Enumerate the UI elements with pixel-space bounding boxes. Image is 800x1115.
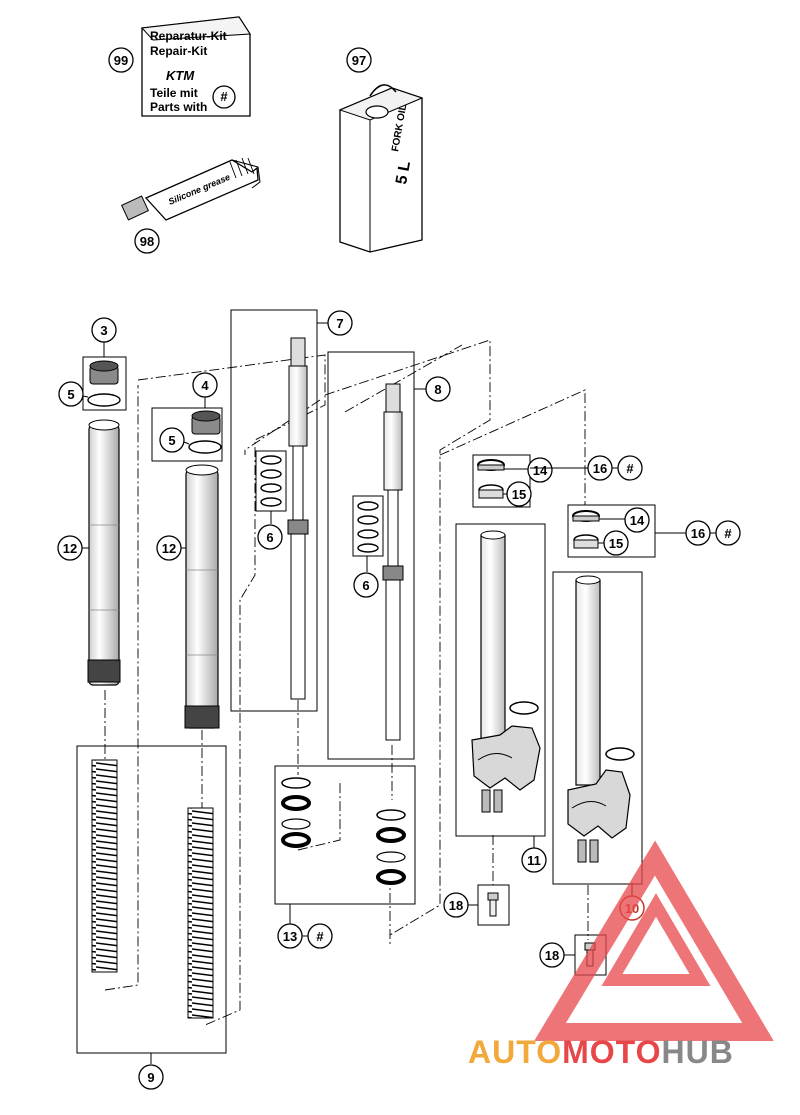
svg-text:6: 6 [266, 530, 273, 545]
svg-text:15: 15 [609, 536, 623, 551]
callout-4: 4 [192, 372, 218, 408]
svg-text:5: 5 [67, 387, 74, 402]
callout-15-right: 15 [598, 530, 629, 556]
callout-97: 97 [346, 47, 372, 73]
svg-text:3: 3 [100, 323, 107, 338]
fork-cap-group-3 [82, 356, 127, 411]
callout-15-upper: 15 [503, 481, 532, 507]
repair-kit-box: Reparatur-Kit Repair-Kit KTM Teile mit P… [140, 16, 251, 117]
svg-text:14: 14 [533, 463, 548, 478]
repair-kit-hash: # [220, 89, 228, 104]
callout-12-left: 12 [57, 535, 89, 561]
brand-logo-text: KTM [166, 68, 195, 83]
watermark-auto: AUTO [468, 1034, 562, 1070]
callout-6-right: 6 [353, 556, 379, 598]
svg-text:18: 18 [449, 898, 463, 913]
svg-text:7: 7 [336, 316, 343, 331]
svg-text:97: 97 [352, 53, 366, 68]
callout-3: 3 [91, 317, 117, 357]
callout-18-left: 18 [443, 892, 478, 918]
callout-5-left: 5 [58, 381, 89, 407]
svg-text:5: 5 [168, 433, 175, 448]
callout-8: 8 [414, 376, 451, 402]
callout-16-right: 16 # [655, 520, 741, 546]
callout-12-second: 12 [156, 535, 186, 561]
svg-text:9: 9 [147, 1070, 154, 1085]
callout-7: 7 [317, 310, 353, 336]
seals-kit-13 [274, 765, 416, 905]
svg-text:#: # [724, 526, 732, 541]
fork-oil-volume: 5 L [393, 160, 414, 186]
damper-cartridge-8 [327, 351, 415, 760]
callout-9: 9 [138, 1053, 164, 1090]
screw-box-18-left [477, 884, 510, 926]
svg-text:AUTOMOTOHUB: AUTOMOTOHUB [468, 1034, 734, 1070]
inner-tube-assembly-11 [455, 523, 546, 837]
svg-text:16: 16 [691, 526, 705, 541]
svg-text:15: 15 [512, 487, 526, 502]
watermark-logo [534, 840, 774, 1041]
assembly-dashed-lines [104, 339, 589, 1026]
callout-14-upper: 14 [504, 457, 553, 483]
bushings-group-upper [472, 454, 531, 508]
callout-14-right: 14 [599, 507, 650, 533]
callout-13: 13 # [277, 904, 333, 949]
svg-text:8: 8 [434, 382, 441, 397]
inner-tube-assembly-10 [552, 571, 643, 885]
svg-text:98: 98 [140, 234, 154, 249]
callout-18-right: 18 [539, 942, 575, 968]
svg-text:11: 11 [527, 853, 541, 868]
svg-text:16: 16 [593, 461, 607, 476]
repair-kit-line3: Teile mit [150, 86, 198, 100]
outer-tube-left [87, 419, 121, 686]
outer-tube-second [184, 464, 220, 729]
svg-text:14: 14 [630, 513, 645, 528]
callout-98: 98 [134, 228, 160, 254]
fork-oil-can: FORK OIL 5 L [338, 84, 424, 253]
svg-text:#: # [316, 929, 324, 944]
repair-kit-line4: Parts with [150, 100, 207, 114]
repair-kit-line2: Repair-Kit [150, 44, 207, 58]
svg-text:6: 6 [362, 578, 369, 593]
watermark-hub: HUB [661, 1034, 733, 1070]
svg-text:12: 12 [162, 541, 176, 556]
watermark-moto: MOTO [562, 1034, 661, 1070]
callout-11: 11 [521, 836, 547, 873]
svg-text:99: 99 [114, 53, 128, 68]
callout-5-second: 5 [159, 427, 190, 453]
svg-text:#: # [626, 461, 634, 476]
springs-box-9 [76, 745, 227, 1054]
damper-cartridge-7 [230, 309, 318, 712]
callout-99: 99 [108, 47, 134, 73]
watermark-text: AUTOMOTOHUB [468, 1034, 734, 1070]
svg-text:18: 18 [545, 948, 559, 963]
bushings-group-right [567, 504, 656, 558]
callout-16-upper: 16 # [530, 455, 643, 481]
svg-text:4: 4 [201, 378, 209, 393]
callout-6-left: 6 [257, 511, 283, 550]
repair-kit-line1: Reparatur-Kit [150, 29, 227, 43]
silicone-grease-tube: Silicone grease [120, 157, 261, 221]
svg-text:13: 13 [283, 929, 297, 944]
svg-text:12: 12 [63, 541, 77, 556]
